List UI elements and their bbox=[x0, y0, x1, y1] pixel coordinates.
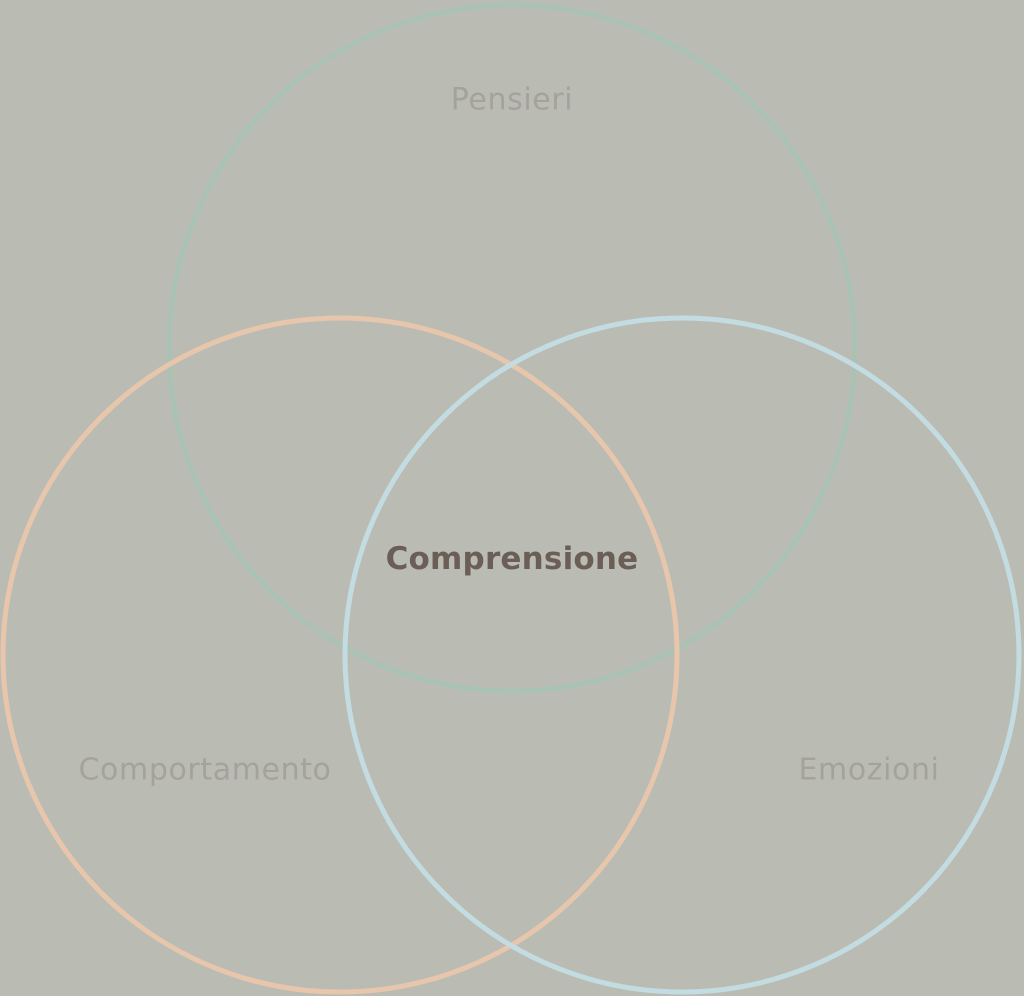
set-label-emozioni: Emozioni bbox=[798, 752, 940, 788]
intersection-label-comprensione: Comprensione bbox=[385, 541, 639, 577]
circle-pensieri bbox=[166, 2, 858, 694]
circle-comportamento bbox=[0, 315, 680, 995]
set-label-pensieri: Pensieri bbox=[450, 82, 574, 118]
set-label-comportamento: Comportamento bbox=[78, 752, 332, 788]
circle-emozioni bbox=[342, 315, 1022, 995]
